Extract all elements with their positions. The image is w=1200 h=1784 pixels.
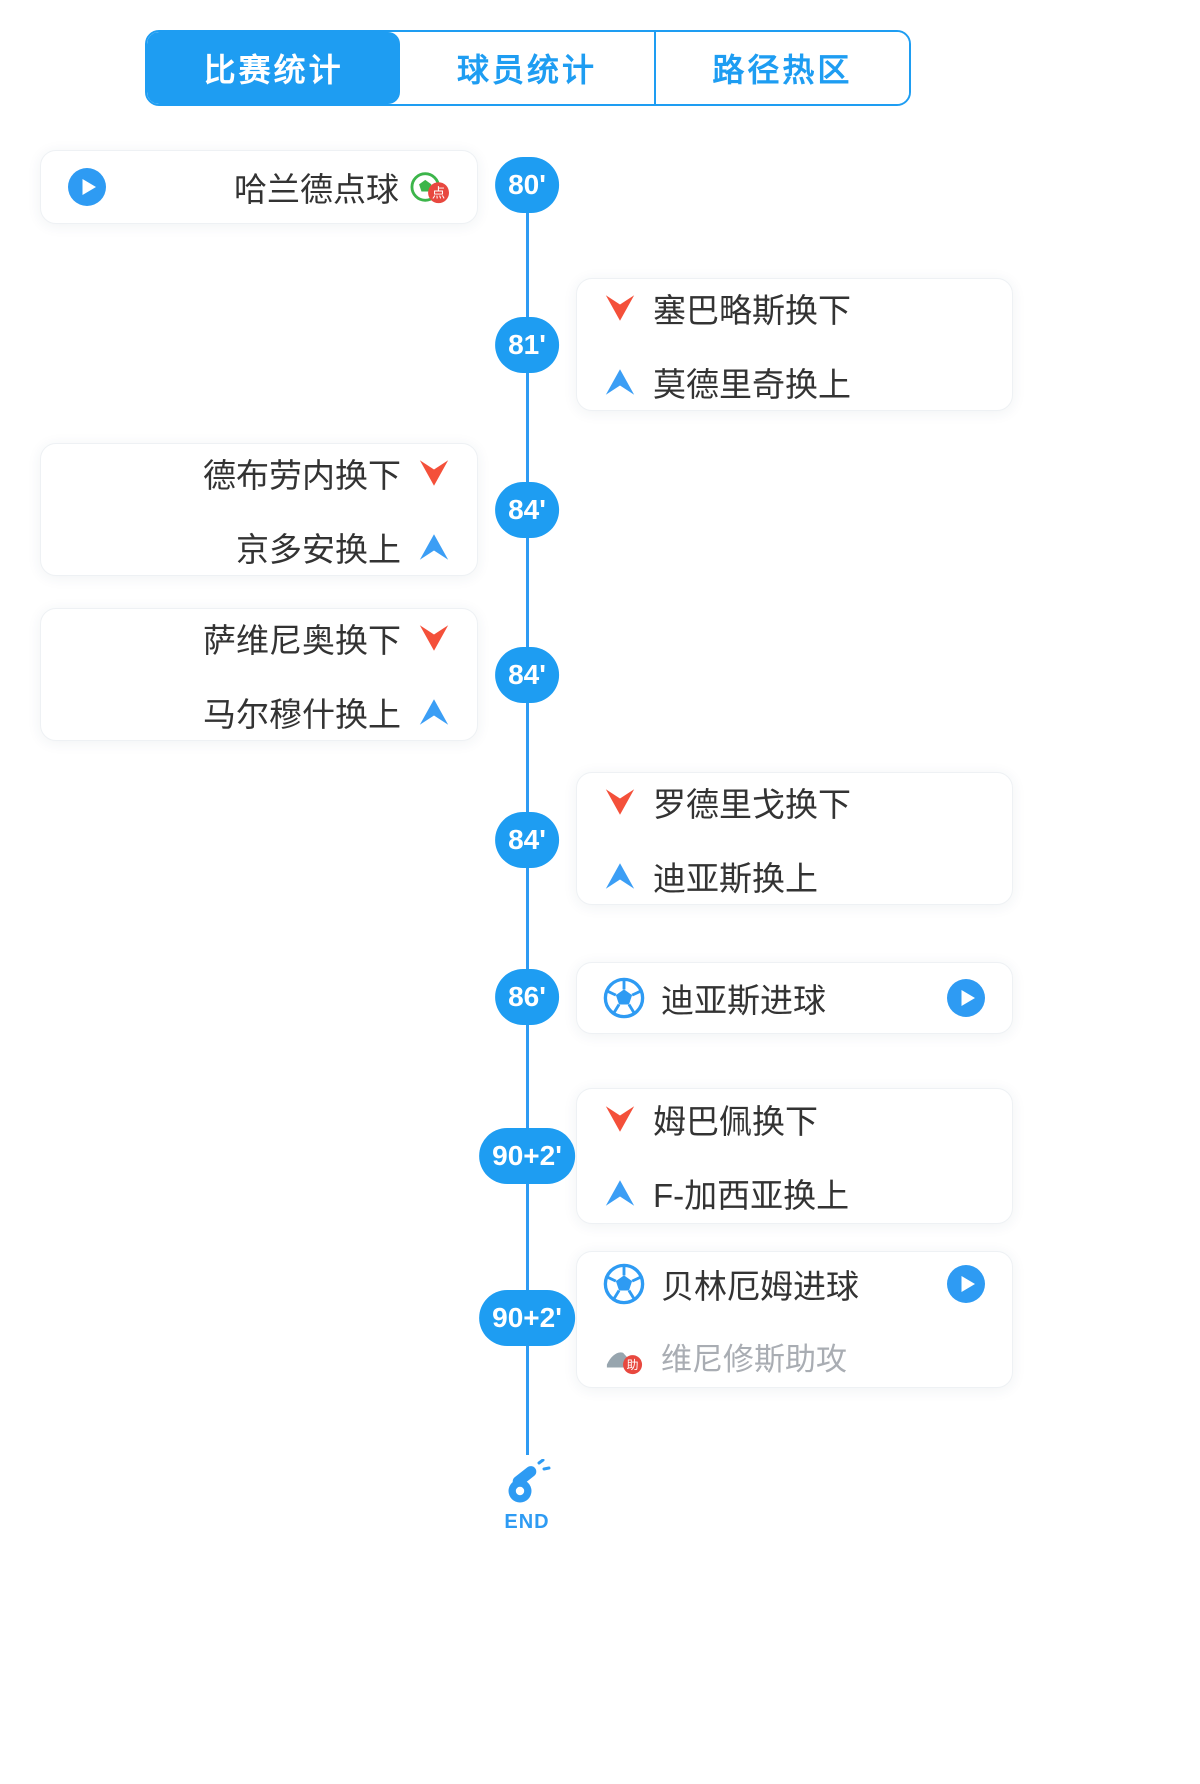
event-text: 迪亚斯进球 (661, 982, 826, 1019)
sub-down-icon (603, 1104, 637, 1134)
event-card-substitution: 德布劳内换下 京多安换上 (40, 443, 478, 576)
tab-match-stats[interactable]: 比赛统计 (147, 32, 401, 104)
event-card-substitution: 萨维尼奥换下 马尔穆什换上 (40, 608, 478, 741)
time-badge: 90+2' (479, 1290, 575, 1346)
svg-text:助: 助 (627, 1357, 639, 1371)
sub-down-icon (603, 293, 637, 323)
event-card-substitution: 塞巴略斯换下 莫德里奇换上 (576, 278, 1013, 411)
assist-text: 维尼修斯助攻 (661, 1342, 847, 1377)
event-card-goal: 迪亚斯进球 (576, 962, 1013, 1034)
player-on: 莫德里奇换上 (653, 365, 851, 403)
player-on: 京多安换上 (236, 530, 401, 568)
time-badge: 86' (495, 969, 559, 1025)
player-on: 马尔穆什换上 (203, 695, 401, 733)
player-off: 姆巴佩换下 (653, 1103, 818, 1140)
time-badge: 81' (495, 317, 559, 373)
sub-up-icon (603, 1178, 637, 1208)
event-card-goal-assist: 贝林厄姆进球 助 维尼修斯助攻 (576, 1251, 1013, 1388)
assist-icon: 助 (603, 1338, 645, 1376)
time-badge: 84' (495, 812, 559, 868)
sub-up-icon (603, 367, 637, 397)
player-on: 迪亚斯换上 (653, 859, 818, 897)
player-off: 德布劳内换下 (203, 456, 401, 494)
svg-text:点: 点 (432, 185, 445, 200)
player-off: 萨维尼奥换下 (203, 621, 401, 659)
player-off: 罗德里戈换下 (653, 785, 851, 823)
football-icon (603, 977, 645, 1019)
time-badge: 80' (495, 157, 559, 213)
sub-up-icon (603, 861, 637, 891)
play-button[interactable] (946, 1264, 986, 1304)
penalty-icon: 点 (409, 168, 451, 206)
sub-down-icon (603, 787, 637, 817)
sub-up-icon (417, 697, 451, 727)
event-text: 贝林厄姆进球 (661, 1268, 859, 1305)
play-button[interactable] (67, 167, 107, 207)
play-button[interactable] (946, 978, 986, 1018)
sub-up-icon (417, 532, 451, 562)
sub-down-icon (417, 458, 451, 488)
tab-bar: 比赛统计 球员统计 路径热区 (145, 30, 911, 106)
player-on: F-加西亚换上 (653, 1177, 850, 1214)
tab-player-stats[interactable]: 球员统计 (400, 32, 654, 104)
event-card-substitution: 罗德里戈换下 迪亚斯换上 (576, 772, 1013, 905)
event-card-penalty-goal: 哈兰德点球 点 (40, 150, 478, 224)
timeline-end: END (503, 1455, 551, 1534)
event-card-substitution: 姆巴佩换下 F-加西亚换上 (576, 1088, 1013, 1224)
football-icon (603, 1263, 645, 1305)
event-text: 哈兰德点球 (234, 171, 399, 208)
sub-down-icon (417, 623, 451, 653)
tab-path-heatmap[interactable]: 路径热区 (653, 32, 909, 104)
player-off: 塞巴略斯换下 (653, 291, 851, 329)
end-label: END (504, 1511, 550, 1533)
time-badge: 84' (495, 647, 559, 703)
time-badge: 84' (495, 482, 559, 538)
whistle-icon (503, 1459, 551, 1505)
time-badge: 90+2' (479, 1128, 575, 1184)
